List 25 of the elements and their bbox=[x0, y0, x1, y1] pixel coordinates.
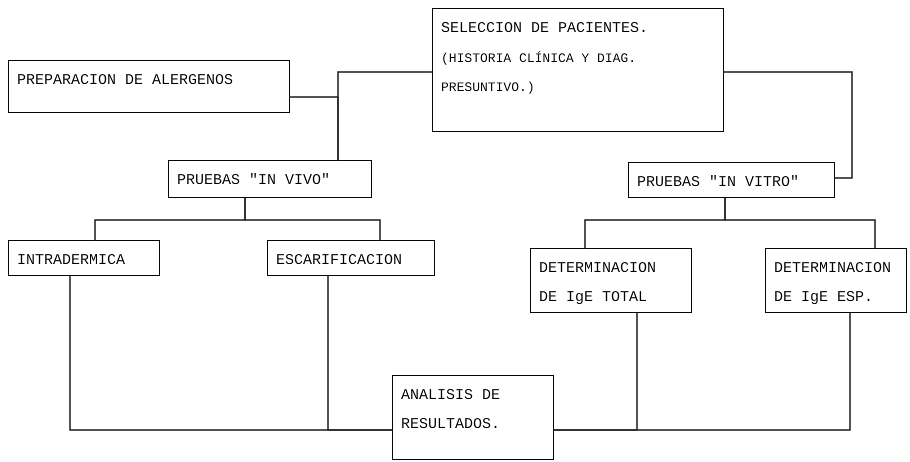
connector-line bbox=[327, 276, 392, 431]
connector-line bbox=[290, 96, 339, 160]
process-box bbox=[267, 240, 435, 276]
process-box bbox=[168, 160, 372, 198]
process-box bbox=[8, 240, 160, 276]
process-box bbox=[392, 375, 554, 460]
connector-line bbox=[724, 71, 853, 179]
box-label: ESCARIFICACION bbox=[276, 251, 404, 271]
box-label: INTRADERMICA bbox=[17, 251, 126, 271]
process-box bbox=[530, 248, 692, 313]
process-box bbox=[8, 60, 290, 113]
box-label: DETERMINACION DE IgE ESP. bbox=[774, 259, 892, 308]
process-box bbox=[765, 248, 907, 313]
connector-line bbox=[244, 198, 381, 240]
box-label: SELECCION DE PACIENTES. bbox=[441, 19, 650, 39]
box-note: (HISTORIA CLÍNICA Y DIAG. PRESUNTIVO.) bbox=[441, 50, 638, 98]
process-box bbox=[432, 8, 724, 132]
box-label: PREPARACION DE ALERGENOS bbox=[17, 71, 234, 91]
connector-line bbox=[554, 313, 851, 431]
box-label: PRUEBAS "IN VITRO" bbox=[637, 173, 800, 193]
box-label: DETERMINACION DE IgE TOTAL bbox=[539, 259, 658, 308]
process-box bbox=[628, 162, 835, 198]
connector-line bbox=[724, 198, 876, 248]
box-label: PRUEBAS "IN VIVO" bbox=[177, 171, 332, 191]
box-label: ANALISIS DE RESULTADOS. bbox=[401, 386, 502, 434]
